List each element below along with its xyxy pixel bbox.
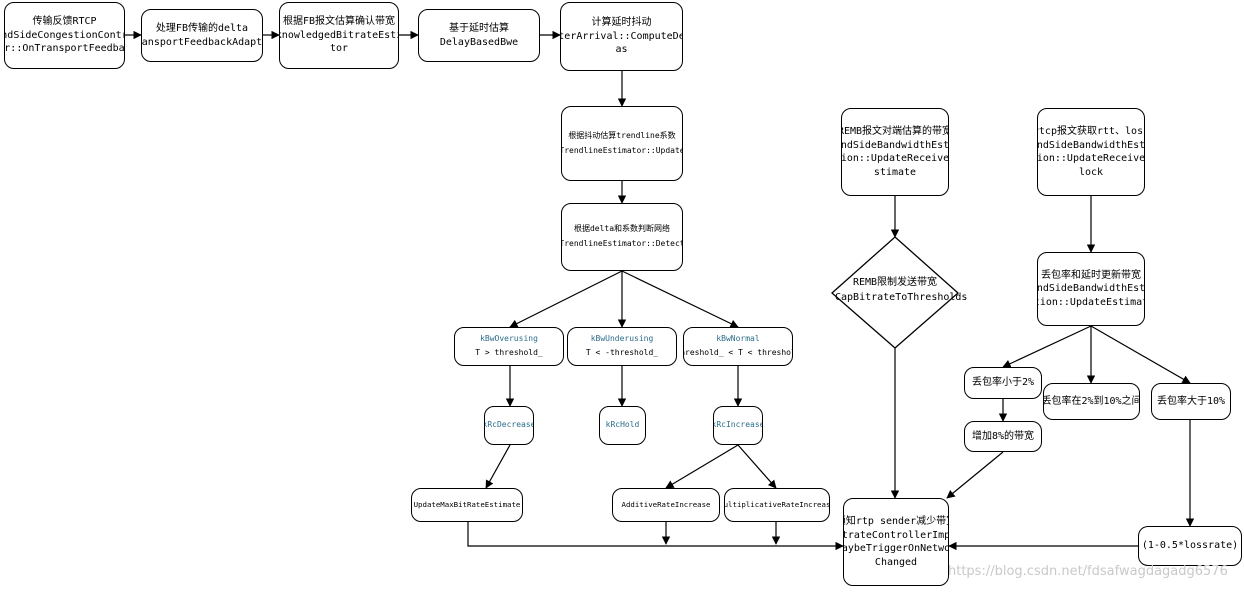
node-transport-feedback: 传输反馈RTCP SendSideCongestionControl ler::…	[4, 2, 125, 69]
node-loss-2-to-10: 丢包率在2%到10%之间	[1043, 383, 1140, 420]
node-rc-decrease: kRcDecrease	[484, 406, 534, 445]
node-line: kRcIncrease	[713, 420, 763, 430]
node-line: 丢包率和延时更新带宽	[1041, 269, 1141, 281]
node-line: kBwOverusing	[480, 334, 538, 344]
node-line: UpdateMaxBitRateEstimate	[413, 500, 521, 509]
node-line: (1-0.5*lossrate)	[1141, 540, 1239, 552]
node-line: as	[615, 44, 628, 56]
edge-n7-n8	[509, 270, 623, 328]
node-maybe-trigger-network-changed: 通知rtp sender减少带宽 BitrateControllerImpl: …	[843, 498, 949, 586]
node-line: T > threshold_	[475, 348, 543, 357]
node-update-estimate: 丢包率和延时更新带宽 SendSideBandwidthEstim ation:…	[1037, 252, 1145, 326]
node-line: lock	[1078, 166, 1104, 178]
node-line: SendSideCongestionControl	[5, 29, 124, 41]
node-cap-bitrate: REMB限制发送带宽 CapBitrateToThresholds	[835, 275, 968, 305]
node-line: ation::UpdateEstimate	[1038, 296, 1144, 308]
node-line: SendSideBandwidthEstim	[1037, 139, 1145, 151]
node-line: 根据抖动估算trendline系数	[568, 130, 676, 140]
node-loss-rate-formula: (1-0.5*lossrate)	[1138, 526, 1242, 566]
node-feedback-adapter: 处理FB传输的delta TransportFeedbackAdapter	[141, 9, 263, 62]
node-rtcp-receiver-block: rtcp报文获取rtt、loss SendSideBandwidthEstim …	[1037, 108, 1145, 196]
node-line: 增加8%的带宽	[971, 430, 1035, 442]
node-line: 计算延时抖动	[591, 17, 652, 29]
node-line: ation::UpdateReceiverB	[1037, 153, 1145, 164]
node-bw-overusing: kBwOverusing T > threshold_	[454, 327, 564, 366]
node-line: rtcp报文获取rtt、loss	[1037, 126, 1145, 137]
node-line: 根据FB报文估算确认带宽	[282, 16, 396, 28]
node-line: 基于延时估算	[449, 23, 509, 34]
node-line: 通知rtp sender减少带宽	[844, 516, 949, 527]
node-line: 丢包率在2%到10%之间	[1043, 395, 1140, 407]
edge-n11-n14	[485, 444, 511, 489]
node-line: InterArrival::ComputeDelt	[561, 30, 682, 42]
node-bw-normal: kBwNormal -threshold_ < T < threshold_	[683, 327, 793, 366]
node-line: TrendlineEstimator::Update	[561, 145, 683, 155]
node-line: 丢包率大于10%	[1156, 395, 1226, 407]
node-line: kRcHold	[605, 420, 640, 430]
node-loss-lt-2: 丢包率小于2%	[964, 367, 1042, 399]
node-trendline-detect: 根据delta和系数判断网络 TrendlineEstimator::Detec…	[561, 203, 683, 271]
node-line: TransportFeedbackAdapter	[141, 36, 263, 48]
node-loss-gt-10: 丢包率大于10%	[1151, 383, 1231, 420]
node-line: REMB限制发送带宽	[852, 277, 938, 288]
node-additive-increase: AdditiveRateIncrease	[612, 488, 720, 522]
node-rc-increase: kRcIncrease	[713, 406, 763, 445]
node-line: tor	[329, 43, 349, 55]
decision-diamond	[831, 236, 959, 349]
edge-n24-n26	[946, 451, 1004, 499]
edge-n13-n15	[665, 444, 739, 489]
node-line: AdditiveRateIncrease	[621, 500, 711, 509]
node-line: REMB报文对端估算的带宽	[841, 126, 949, 137]
node-line: DelayBasedBwe	[439, 36, 519, 48]
node-delay-based-bwe: 基于延时估算 DelayBasedBwe	[418, 9, 540, 62]
node-rc-hold: kRcHold	[599, 406, 646, 445]
node-increase-8-percent: 增加8%的带宽	[964, 421, 1042, 452]
node-trendline-update: 根据抖动估算trendline系数 TrendlineEstimator::Up…	[561, 106, 683, 181]
edge-n20-n23	[1090, 325, 1191, 384]
node-multiplicative-increase: MultiplicativeRateIncrease	[724, 488, 830, 522]
edge-n20-n21	[1002, 325, 1092, 368]
node-line: :MaybeTriggerOnNetwork	[843, 543, 948, 554]
node-line: AcknowledgedBitrateEstima	[280, 29, 398, 41]
node-bw-underusing: kBwUnderusing T < -threshold_	[567, 327, 677, 366]
node-line: ation::UpdateReceiverE	[841, 153, 949, 164]
node-acknowledged-bitrate: 根据FB报文估算确认带宽 AcknowledgedBitrateEstima t…	[279, 2, 399, 69]
node-line: TrendlineEstimator::Detect	[561, 239, 683, 248]
edge-n13-n16	[737, 444, 777, 489]
node-remb-receiver-estimate: REMB报文对端估算的带宽 SendSideBandwidthEstim ati…	[841, 108, 949, 196]
node-line: 处理FB传输的delta	[155, 23, 249, 34]
node-line: T < -threshold_	[585, 348, 659, 357]
node-line: kBwNormal	[716, 334, 760, 344]
node-line: stimate	[873, 166, 917, 178]
node-compute-deltas: 计算延时抖动 InterArrival::ComputeDelt as	[560, 2, 683, 71]
node-line: -threshold_ < T < threshold_	[684, 348, 792, 357]
node-update-max-bitrate: UpdateMaxBitRateEstimate	[411, 488, 523, 522]
node-line: MultiplicativeRateIncrease	[724, 500, 830, 509]
node-line: SendSideBandwidthEstim	[1037, 283, 1145, 295]
node-line: 传输反馈RTCP	[32, 16, 97, 28]
node-line: CapBitrateToThresholds	[835, 292, 968, 303]
watermark-url: https://blog.csdn.net/fdsafwagdagadg6576	[948, 564, 1228, 579]
edge-n14-n26	[467, 522, 844, 551]
node-line: 丢包率小于2%	[971, 377, 1035, 389]
edge-n7-n10	[621, 270, 739, 328]
node-line: ler::OnTransportFeedback	[4, 43, 125, 55]
node-line: kRcDecrease	[484, 420, 534, 430]
node-line: 根据delta和系数判断网络	[573, 224, 671, 234]
node-line: BitrateControllerImpl:	[843, 529, 948, 541]
node-line: Changed	[874, 556, 918, 568]
node-line: SendSideBandwidthEstim	[841, 139, 949, 151]
node-line: kBwUnderusing	[590, 334, 654, 344]
